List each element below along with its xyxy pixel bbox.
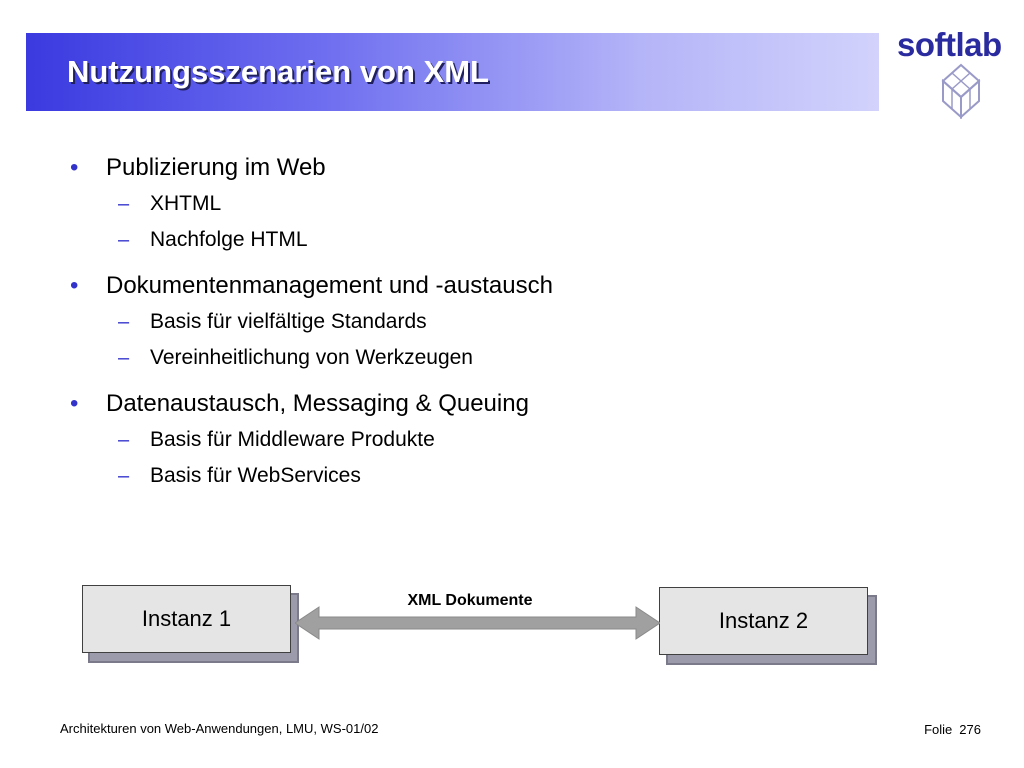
sub-bullet-list: – Basis für vielfältige Standards – Vere…	[106, 304, 830, 376]
bullet-list: • Publizierung im Web – XHTML – Nachfolg…	[70, 150, 830, 494]
sub-bullet-text: Vereinheitlichung von Werkzeugen	[150, 346, 473, 369]
sub-bullet-item: – Vereinheitlichung von Werkzeugen	[106, 340, 830, 376]
sub-bullet-item: – Nachfolge HTML	[106, 222, 830, 258]
double-arrow-icon	[295, 606, 660, 640]
folie-label: Folie	[924, 722, 953, 737]
sub-bullet-text: Basis für Middleware Produkte	[150, 428, 435, 451]
sub-bullet-marker: –	[118, 229, 130, 251]
sub-bullet-list: – Basis für Middleware Produkte – Basis …	[106, 422, 830, 494]
bullet-text: Dokumentenmanagement und -austausch	[106, 272, 553, 299]
sub-bullet-item: – Basis für Middleware Produkte	[106, 422, 830, 458]
footer-course: Architekturen von Web-Anwendungen, LMU, …	[60, 721, 379, 736]
bullet-item: • Datenaustausch, Messaging & Queuing – …	[70, 386, 830, 494]
sub-bullet-text: XHTML	[150, 192, 222, 215]
arrow-label: XML Dokumente	[407, 592, 533, 609]
title-banner: Nutzungsszenarien von XML	[26, 33, 879, 111]
sub-bullet-list: – XHTML – Nachfolge HTML	[106, 186, 830, 258]
sub-bullet-item: – Basis für WebServices	[106, 458, 830, 494]
bullet-marker: •	[70, 272, 79, 299]
cube-icon	[941, 63, 981, 119]
sub-bullet-item: – Basis für vielfältige Standards	[106, 304, 830, 340]
instanz-2-box: Instanz 2	[659, 587, 868, 655]
sub-bullet-marker: –	[118, 429, 130, 451]
instanz-2-label: Instanz 2	[718, 608, 809, 633]
sub-bullet-text: Nachfolge HTML	[150, 228, 308, 251]
sub-bullet-text: Basis für WebServices	[150, 464, 361, 487]
slide-title: Nutzungsszenarien von XML	[67, 54, 489, 89]
instanz-1-label: Instanz 1	[141, 606, 232, 631]
bullet-marker: •	[70, 390, 79, 417]
sub-bullet-text: Basis für vielfältige Standards	[150, 310, 427, 333]
slide-number: 276	[959, 722, 981, 737]
bullet-text: Publizierung im Web	[106, 154, 326, 181]
bullet-item: • Dokumentenmanagement und -austausch – …	[70, 268, 830, 376]
footer-slide-info: Folie 276	[924, 721, 981, 739]
sub-bullet-marker: –	[118, 193, 130, 215]
bullet-marker: •	[70, 154, 79, 181]
sub-bullet-marker: –	[118, 311, 130, 333]
logo-wordmark: softlab	[897, 26, 1002, 63]
sub-bullet-marker: –	[118, 465, 130, 487]
sub-bullet-item: – XHTML	[106, 186, 830, 222]
instanz-1-box: Instanz 1	[82, 585, 291, 653]
softlab-logo: softlab	[897, 26, 1009, 122]
bullet-item: • Publizierung im Web – XHTML – Nachfolg…	[70, 150, 830, 258]
sub-bullet-marker: –	[118, 347, 130, 369]
bullet-text: Datenaustausch, Messaging & Queuing	[106, 390, 529, 417]
